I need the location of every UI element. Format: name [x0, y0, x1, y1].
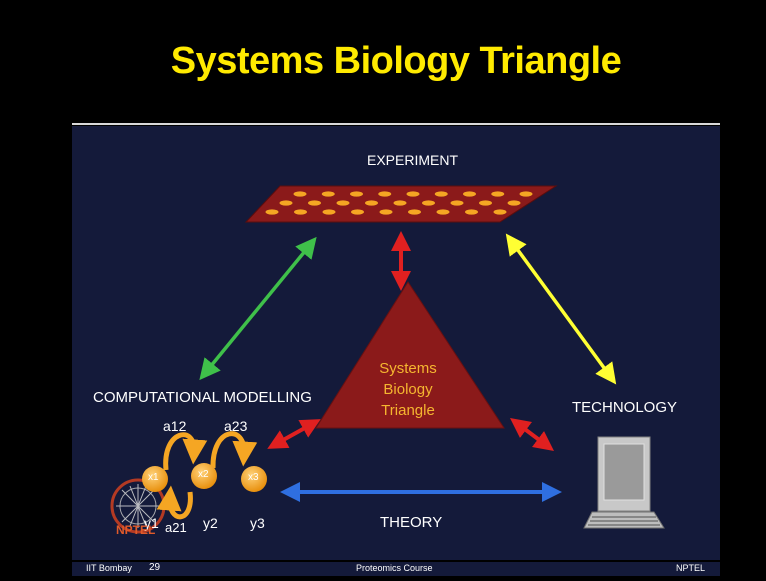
a12-curve — [163, 432, 208, 471]
plate-dot — [434, 191, 448, 197]
red-arrow-left — [267, 419, 321, 449]
node-x3 — [241, 466, 267, 492]
plate-dot — [351, 209, 364, 215]
triangle-text-line-2: Biology — [383, 381, 433, 398]
plate-dot — [321, 191, 335, 197]
footer-right: NPTEL — [676, 563, 706, 573]
plate-dot — [378, 191, 392, 197]
plate-dot — [491, 191, 505, 197]
plate-dot — [408, 209, 421, 215]
computational-modelling-label: COMPUTATIONAL MODELLING — [93, 389, 312, 406]
a23-curve — [210, 431, 258, 469]
label-x3: x3 — [248, 472, 259, 483]
plate-dot — [379, 209, 393, 215]
plate-dot — [493, 209, 507, 215]
plate-dot — [519, 191, 533, 197]
footer-page: 29 — [149, 562, 161, 573]
plate-dot — [393, 200, 407, 206]
label-y3: y3 — [250, 515, 265, 531]
nptel-logo-text: NPTEL — [116, 523, 156, 537]
plate-dot — [479, 200, 492, 206]
plate-dot — [336, 200, 350, 206]
plate-dot — [422, 200, 435, 206]
plate-dot — [350, 191, 363, 197]
label-y2: y2 — [203, 515, 218, 531]
technology-label: TECHNOLOGY — [572, 399, 678, 416]
theory-label: THEORY — [380, 514, 443, 531]
label-x1: x1 — [148, 472, 159, 483]
plate-dot — [365, 200, 378, 206]
plate-dots — [265, 191, 533, 215]
label-a21: a21 — [165, 520, 187, 535]
plate-dot — [322, 209, 336, 215]
plate-dot — [406, 191, 420, 197]
plate-dot — [265, 209, 279, 215]
footer-center: Proteomics Course — [356, 563, 433, 573]
plate-dot — [450, 200, 464, 206]
plate-dot — [465, 209, 478, 215]
a21-curve — [156, 485, 193, 520]
node-x2 — [191, 463, 217, 489]
red-arrow-right — [510, 418, 554, 451]
computer-icon — [583, 436, 665, 529]
green-double-arrow — [199, 236, 317, 381]
experiment-label: EXPERIMENT — [367, 152, 459, 168]
plate-dot — [463, 191, 476, 197]
title-area — [72, 6, 720, 122]
label-a12: a12 — [163, 418, 187, 434]
node-x1 — [142, 466, 168, 492]
plate-dot — [294, 209, 307, 215]
label-y1: y1 — [144, 515, 159, 531]
plate-dot — [293, 191, 307, 197]
footer-strip — [72, 562, 720, 576]
yellow-double-arrow — [505, 233, 617, 385]
systems-biology-triangle — [315, 281, 505, 429]
plate-dot — [279, 200, 293, 206]
label-x2: x2 — [198, 469, 209, 480]
triangle-text-line-3: Triangle — [381, 402, 435, 419]
plate-dot — [436, 209, 450, 215]
footer-left: IIT Bombay — [86, 563, 132, 573]
plate-dot — [308, 200, 321, 206]
label-a23: a23 — [224, 418, 248, 434]
plate-dot — [507, 200, 521, 206]
triangle-text-line-1: Systems — [379, 360, 437, 377]
slide-title: Systems Biology Triangle — [170, 40, 622, 82]
